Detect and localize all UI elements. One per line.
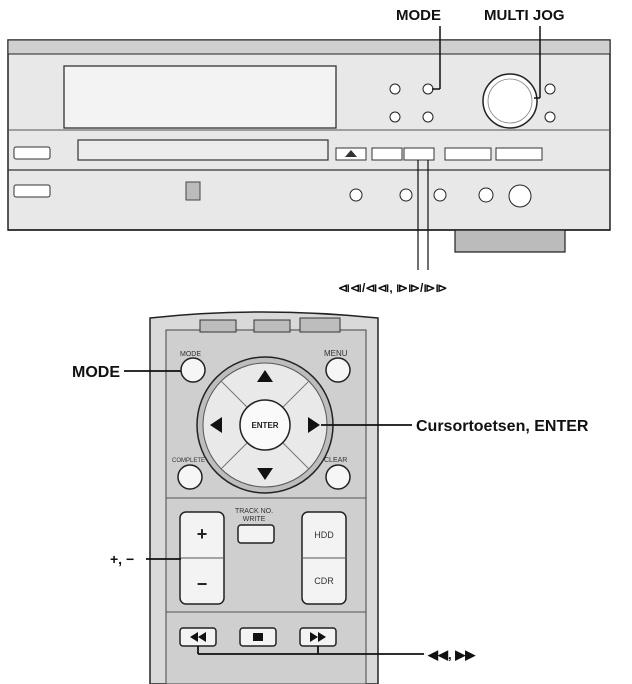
cursor-down-icon[interactable]	[257, 468, 273, 480]
skip-back-button-device[interactable]	[371, 147, 403, 161]
disc-tray	[77, 139, 329, 161]
stop-icon	[253, 633, 263, 641]
menu-button-label: MENU	[324, 349, 348, 358]
menu-button[interactable]	[325, 357, 351, 383]
fast-forward-icon	[310, 632, 318, 642]
finalize-button[interactable]	[389, 111, 401, 123]
track-no-label-1: TRACK NO.	[235, 508, 273, 515]
mode-button[interactable]	[180, 357, 206, 383]
track-no-label-2: WRITE	[243, 516, 266, 523]
callout-mode-top: MODE	[396, 7, 441, 24]
clear-button[interactable]	[325, 464, 351, 490]
rewind-icon	[190, 632, 198, 642]
menu-button-device[interactable]	[544, 83, 556, 95]
device-front-panel	[7, 39, 611, 253]
complete-button-label: COMPLETE	[172, 458, 205, 464]
cursor-pad	[196, 356, 334, 494]
multi-jog-dial[interactable]	[482, 73, 538, 129]
enter-button-label: ENTER	[251, 421, 278, 430]
track-no-write-button[interactable]	[237, 524, 275, 544]
callout-rew-ff: ◀◀, ▶▶	[427, 647, 476, 662]
standby-button[interactable]	[13, 184, 51, 198]
complete-button-device[interactable]	[422, 111, 434, 123]
plus-label: +	[197, 524, 208, 544]
clear-button-label: CLEAR	[324, 457, 347, 464]
track-button-device[interactable]	[399, 188, 413, 202]
erase-button-device[interactable]	[433, 188, 447, 202]
callout-multi-jog: MULTI JOG	[484, 7, 565, 24]
text-edit-button[interactable]	[389, 83, 401, 95]
cursor-left-icon[interactable]	[210, 417, 222, 433]
cdr-label: CDR	[314, 576, 334, 586]
skip-forward-button-device[interactable]	[403, 147, 435, 161]
stop-button-device[interactable]	[495, 147, 543, 161]
power-button[interactable]	[13, 146, 51, 160]
rec-button-device[interactable]	[349, 188, 363, 202]
callout-skip-search: ⧏⧏/⧏⧏, ⧐⧐/⧐⧐	[338, 281, 447, 295]
mode-button-label: MODE	[180, 351, 201, 358]
disc-logo	[185, 181, 201, 201]
display-window	[63, 65, 337, 129]
complete-button[interactable]	[177, 464, 203, 490]
hdd-label: HDD	[314, 530, 334, 540]
clear-button-device[interactable]	[544, 111, 556, 123]
eject-icon	[345, 150, 357, 157]
input-button-device[interactable]	[478, 187, 494, 203]
device-mode-button[interactable]	[422, 83, 434, 95]
cursor-right-icon[interactable]	[308, 417, 320, 433]
play-pause-button-device[interactable]	[444, 147, 492, 161]
minus-label: −	[197, 574, 208, 594]
rec-level-knob[interactable]	[508, 184, 532, 208]
enter-button[interactable]	[239, 399, 291, 451]
callout-plus-minus: +, −	[110, 551, 134, 567]
cursor-up-icon[interactable]	[257, 370, 273, 382]
callout-cursor-enter: Cursortoetsen, ENTER	[416, 418, 589, 435]
callout-mode-remote: MODE	[72, 364, 120, 381]
